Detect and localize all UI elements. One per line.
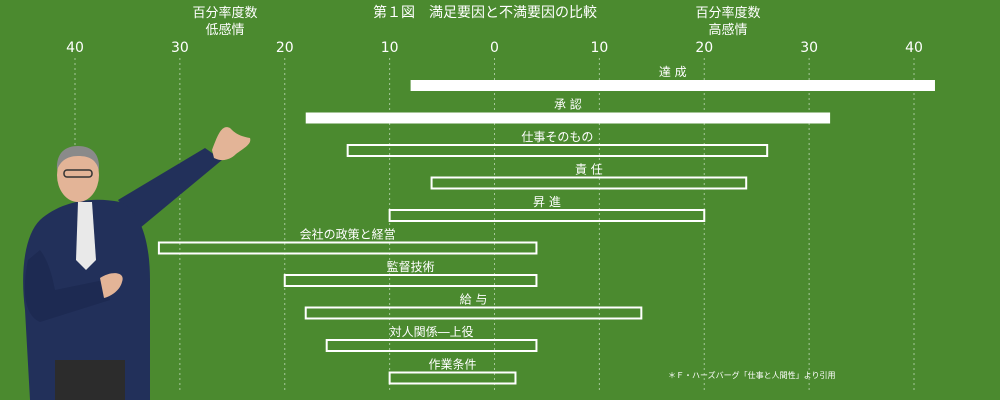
presenter-shirt	[76, 202, 96, 270]
chart-title: 第１図 満足要因と不満要因の比較	[373, 4, 597, 21]
tick-label-3: 10	[381, 40, 399, 56]
right-axis-label-line2: 高感情	[708, 22, 747, 38]
presenter-raised-arm	[118, 148, 222, 228]
tick-label-1: 30	[171, 40, 189, 56]
bar-label-8: 対人関係―上役	[390, 324, 474, 339]
right-axis-label-line1: 百分率度数	[695, 5, 760, 21]
tick-label-4: 0	[490, 40, 499, 56]
presenter-figure	[23, 127, 251, 400]
bar-6	[283, 274, 538, 287]
chart-header: 第１図 満足要因と不満要因の比較 百分率度数 低感情 百分率度数 高感情	[192, 4, 760, 38]
tick-labels: 40 30 20 10 0 10 20 30 40	[66, 40, 923, 56]
presenter-legs	[55, 360, 125, 400]
bar-4	[388, 209, 706, 222]
bar-label-5: 会社の政策と経営	[300, 227, 396, 242]
bar-2	[346, 144, 769, 157]
bar-label-7: 給 与	[460, 293, 488, 307]
bar-7	[304, 306, 643, 320]
tick-label-2: 20	[276, 40, 294, 56]
presenter-person	[23, 127, 251, 400]
presenter-left-hand	[100, 273, 123, 298]
bar-label-2: 仕事そのもの	[521, 130, 593, 144]
tick-label-0: 40	[66, 40, 84, 56]
presenter-raised-hand	[212, 127, 251, 161]
bar-5	[157, 241, 538, 255]
presenter-hair	[56, 146, 100, 170]
presenter-head	[57, 148, 99, 202]
bar-label-3: 責 任	[575, 163, 603, 177]
tick-label-7: 30	[800, 40, 818, 56]
bar-label-0: 達 成	[659, 65, 687, 79]
left-axis-label-line2: 低感情	[205, 22, 244, 38]
left-axis-label-line1: 百分率度数	[192, 5, 257, 21]
bar-label-9: 作業条件	[429, 358, 477, 372]
bar-3	[430, 176, 748, 190]
bar-label-6: 監督技術	[387, 259, 435, 274]
bar-1	[305, 112, 831, 124]
bar-label-1: 承 認	[554, 97, 582, 112]
source-note: ＊Ｆ・ハーズバーグ「仕事と人間性」より引用	[668, 370, 835, 380]
bar-0	[410, 80, 935, 91]
bar-9	[388, 371, 517, 385]
bar-8	[325, 339, 538, 352]
tick-label-8: 40	[905, 40, 923, 56]
tick-label-6: 20	[695, 40, 713, 56]
presenter-glasses	[63, 169, 93, 178]
presenter-left-arm	[24, 250, 111, 322]
tick-label-5: 10	[590, 40, 608, 56]
bar-label-4: 昇 進	[533, 195, 561, 209]
